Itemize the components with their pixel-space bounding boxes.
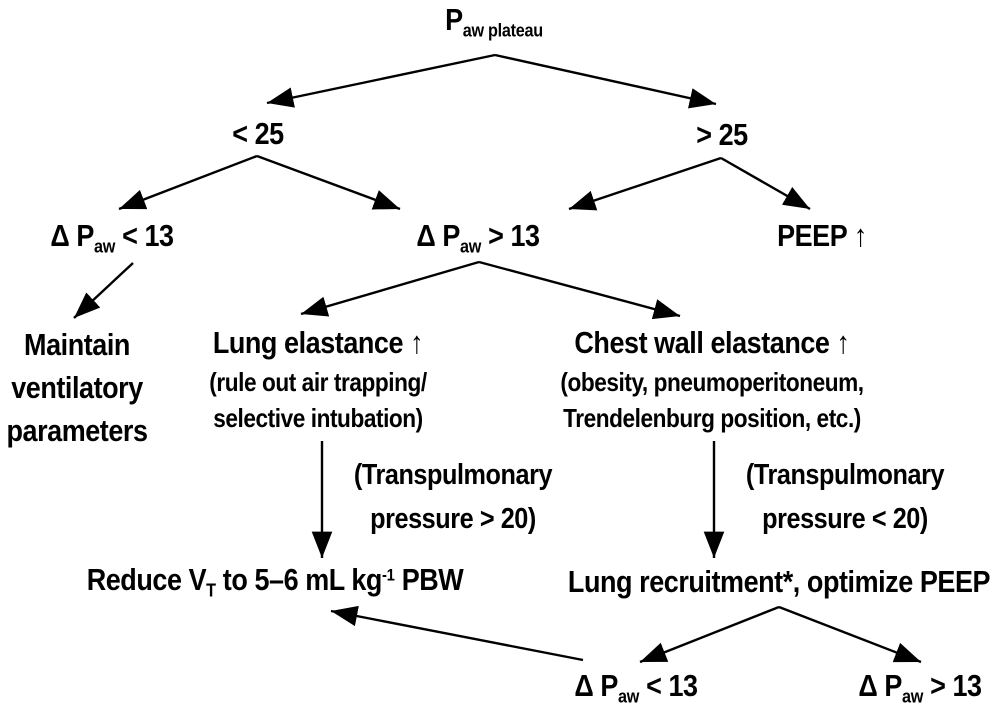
paw-subscript: aw plateau: [462, 19, 543, 41]
node-delta-lt13-bottom: Δ Paw < 13: [574, 668, 698, 707]
delta-lt13-top-pre: Δ P: [50, 218, 94, 253]
node-paw-plateau: Paw plateau: [445, 2, 543, 41]
chest-wall-note-1: (obesity, pneumoperitoneum,: [560, 367, 864, 397]
node-delta-gt13-bottom: Δ Paw > 13: [858, 668, 982, 707]
transpulm-gt20-line-2: pressure > 20): [370, 503, 536, 535]
arrow-deltalt13-to-maintain: [73, 262, 134, 319]
delta-gt13-mid-pre: Δ P: [416, 218, 460, 253]
node-reduce-vt: Reduce VT to 5–6 mL kg-1 PBW: [87, 562, 464, 601]
node-lung-recruitment: Lung recruitment*, optimize PEEP: [567, 564, 991, 600]
reduce-vt-sup: -1: [381, 565, 395, 585]
node-peep-up: PEEP ↑: [777, 218, 867, 254]
transpulm-gt20-line-1: (Transpulmonary: [353, 459, 553, 491]
arrow-lt25-to-deltalt13: [118, 154, 258, 211]
delta-gt13-bottom-sub: aw: [901, 685, 924, 707]
node-chest-wall-elastance: Chest wall elastance ↑ (obesity, pneumop…: [560, 322, 864, 436]
chest-wall-title: Chest wall elastance ↑: [574, 325, 850, 360]
transpulm-lt20-line-1: (Transpulmonary: [745, 459, 945, 491]
label-transpulmonary-lt20: (Transpulmonary pressure < 20): [745, 453, 945, 541]
reduce-vt-sub: T: [206, 579, 216, 601]
reduce-vt-mid: to 5–6 mL kg: [215, 562, 383, 597]
arrow-root-to-lt25: [266, 53, 496, 108]
chest-wall-note-2: Trendelenburg position, etc.): [563, 403, 861, 433]
arrow-gt25-to-deltagt13: [568, 156, 722, 211]
arrow-deltalt13-to-reduce-vt: [330, 605, 584, 662]
node-delta-gt13-mid: Δ Paw > 13: [416, 218, 540, 257]
label-transpulmonary-gt20: (Transpulmonary pressure > 20): [353, 453, 553, 541]
lung-recruitment-label: Lung recruitment*, optimize PEEP: [567, 564, 991, 599]
maintain-line-1: Maintain: [24, 327, 130, 362]
delta-gt13-bottom-pre: Δ P: [858, 668, 902, 703]
reduce-vt-pre: Reduce V: [86, 562, 207, 597]
transpulm-lt20-line-2: pressure < 20): [762, 503, 928, 535]
delta-lt13-bottom-sub: aw: [617, 685, 640, 707]
delta-gt13-mid-post: > 13: [481, 218, 540, 253]
lt25-label: < 25: [232, 116, 284, 151]
delta-lt13-top-post: < 13: [115, 218, 174, 253]
delta-lt13-bottom-pre: Δ P: [574, 668, 618, 703]
gt25-label: > 25: [696, 117, 748, 152]
node-gt25: > 25: [696, 117, 748, 153]
arrow-deltagt13-to-chest-wall: [478, 260, 681, 320]
maintain-line-2: ventilatory: [11, 370, 143, 405]
arrow-recruitment-to-deltagt13: [778, 605, 922, 664]
lung-elastance-title: Lung elastance ↑: [212, 325, 424, 360]
lung-elastance-note-1: (rule out air trapping/: [209, 367, 427, 397]
node-lung-elastance: Lung elastance ↑ (rule out air trapping/…: [209, 322, 427, 436]
reduce-vt-post: PBW: [394, 562, 464, 597]
arrow-gt25-to-peep: [720, 156, 811, 211]
paw-symbol: P: [445, 2, 463, 37]
arrow-root-to-gt25: [494, 53, 717, 109]
node-maintain: Maintain ventilatory parameters: [6, 323, 148, 452]
lung-elastance-note-2: selective intubation): [213, 403, 423, 433]
node-lt25: < 25: [232, 116, 284, 152]
arrow-lt25-to-deltagt13: [256, 154, 401, 211]
delta-gt13-bottom-post: > 13: [923, 668, 982, 703]
delta-lt13-top-sub: aw: [93, 235, 116, 257]
delta-gt13-mid-sub: aw: [459, 235, 482, 257]
maintain-line-3: parameters: [6, 413, 148, 448]
peep-up-label: PEEP ↑: [777, 218, 867, 253]
node-delta-lt13-top: Δ Paw < 13: [50, 218, 174, 257]
arrow-deltagt13-to-lung-elastance: [300, 260, 480, 317]
arrow-recruitment-to-deltalt13: [639, 605, 780, 664]
delta-lt13-bottom-post: < 13: [639, 668, 698, 703]
